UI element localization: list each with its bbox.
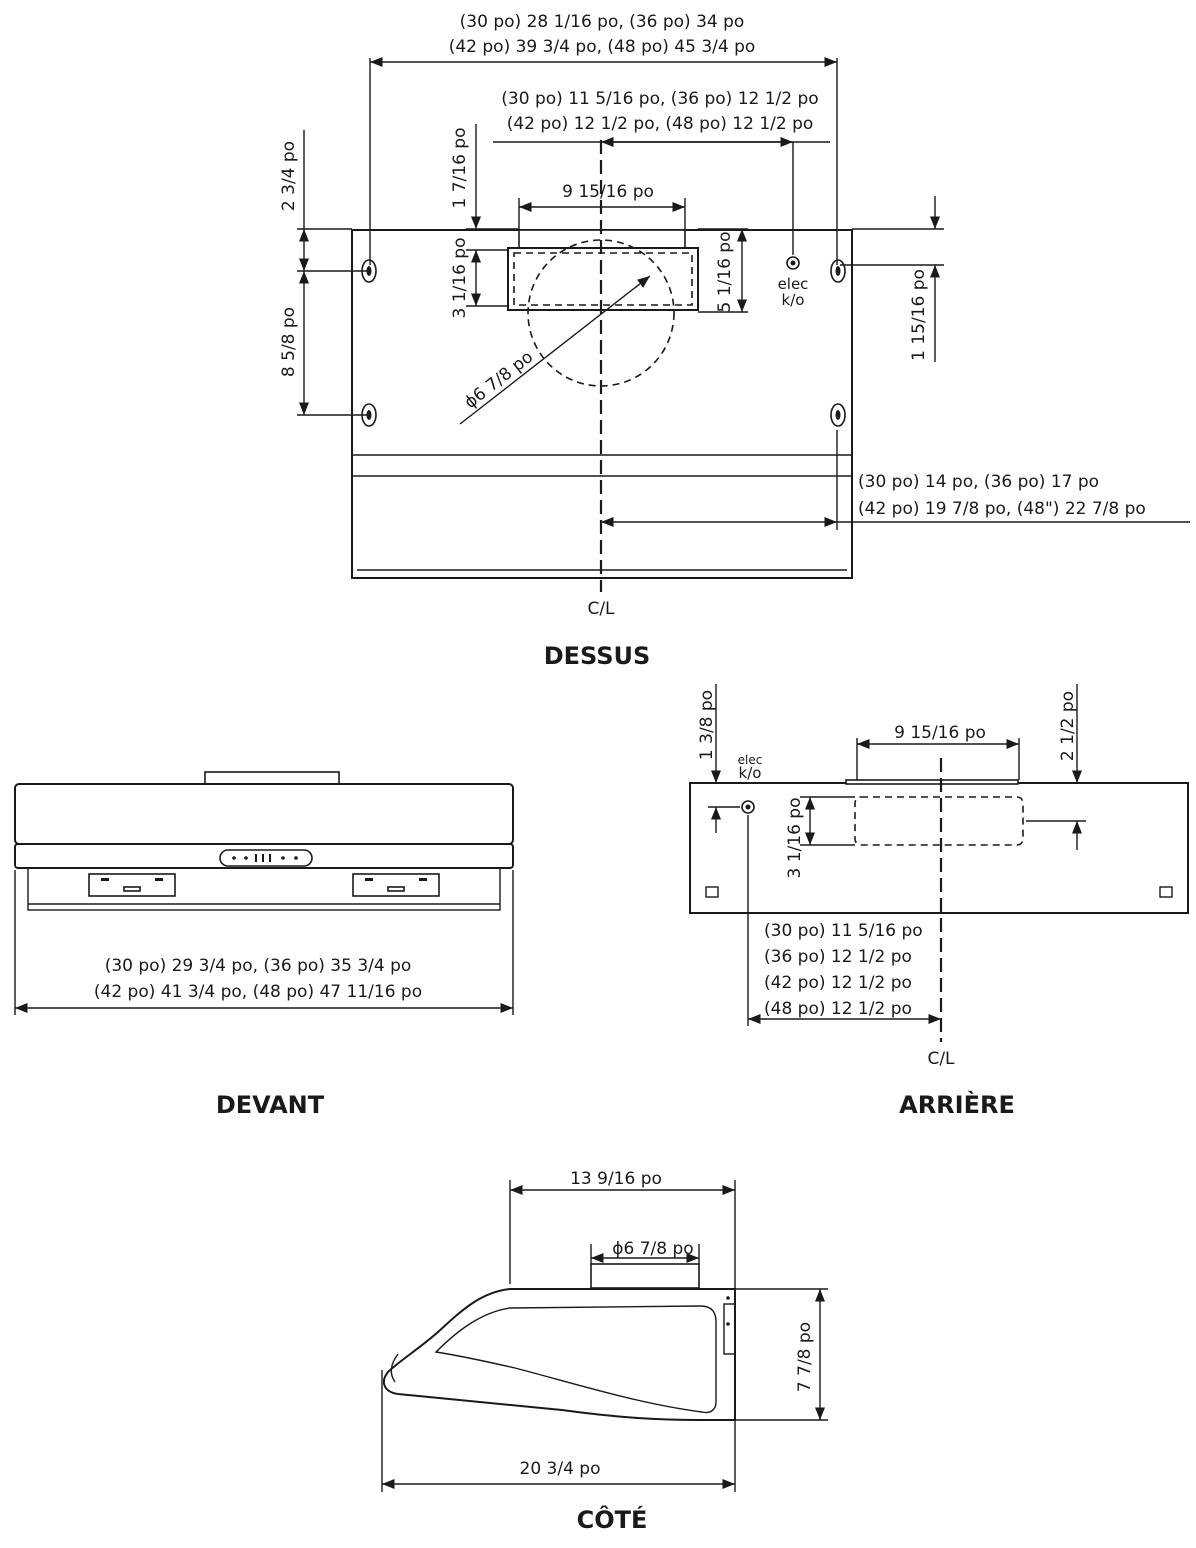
top-mount-spacing: 8 5/8 po	[279, 307, 299, 377]
top-half-width-line2: (42 po) 19 7/8 po, (48") 22 7/8 po	[858, 499, 1146, 519]
side-round-duct: ϕ6 7/8 po	[612, 1239, 693, 1259]
rear-elec-label: elec	[738, 753, 763, 767]
top-left-margin: 2 3/4 po	[279, 141, 299, 211]
rear-ko-label: k/o	[739, 764, 762, 782]
top-overall-width-line1: (30 po) 28 1/16 po, (36 po) 34 po	[460, 12, 745, 32]
mount-keyhole-top-right	[830, 259, 846, 283]
side-height: 7 7/8 po	[795, 1322, 815, 1392]
top-ko-label: k/o	[782, 291, 805, 309]
rear-centerline-label: C/L	[927, 1049, 955, 1069]
top-duct-width: 9 15/16 po	[562, 182, 654, 202]
rear-elec-height: 1 3/8 po	[697, 690, 717, 760]
rear-view-title: ARRIÈRE	[899, 1090, 1015, 1119]
rear-duct-rect-height: 3 1/16 po	[785, 798, 805, 879]
top-centerline-label: C/L	[587, 599, 615, 619]
side-view: 13 9/16 po ϕ6 7/8 po 7 7/8 po 20 3/4 po …	[381, 1169, 828, 1534]
top-elec-offset-line1: (30 po) 11 5/16 po, (36 po) 12 1/2 po	[501, 89, 818, 109]
top-view: (30 po) 28 1/16 po, (36 po) 34 po (42 po…	[279, 12, 1190, 670]
side-view-title: CÔTÉ	[577, 1504, 648, 1534]
top-half-width-line1: (30 po) 14 po, (36 po) 17 po	[858, 472, 1099, 492]
mount-keyhole-bottom-right	[830, 403, 846, 427]
top-duct-top-offset: 1 7/16 po	[450, 128, 470, 209]
top-right-mount-offset: 1 15/16 po	[909, 269, 929, 361]
front-view-title: DEVANT	[216, 1091, 325, 1119]
rear-duct-height: 2 1/2 po	[1058, 691, 1078, 761]
elec-knockout-icon	[786, 256, 800, 270]
top-view-title: DESSUS	[544, 642, 651, 670]
rear-elec-knockout-icon	[741, 800, 755, 814]
rear-offset-42: (42 po) 12 1/2 po	[764, 973, 912, 993]
front-width-line2: (42 po) 41 3/4 po, (48 po) 47 11/16 po	[94, 982, 422, 1002]
front-width-line1: (30 po) 29 3/4 po, (36 po) 35 3/4 po	[105, 956, 412, 976]
rear-offset-30: (30 po) 11 5/16 po	[764, 921, 923, 941]
front-view: (30 po) 29 3/4 po, (36 po) 35 3/4 po (42…	[14, 771, 514, 1119]
rear-view: 1 3/8 po elec k/o 9 15/16 po 3 1/16 po 2…	[689, 684, 1189, 1119]
side-overall-depth: 20 3/4 po	[520, 1459, 601, 1479]
top-overall-width-line2: (42 po) 39 3/4 po, (48 po) 45 3/4 po	[449, 37, 756, 57]
top-round-duct-diameter: ϕ6 7/8 po	[461, 347, 537, 413]
rear-offset-48: (48 po) 12 1/2 po	[764, 999, 912, 1019]
top-duct-rect-depth: 3 1/16 po	[450, 238, 470, 319]
top-duct-rect-offset: 5 1/16 po	[715, 232, 735, 313]
rear-duct-width: 9 15/16 po	[894, 723, 986, 743]
rear-offset-36: (36 po) 12 1/2 po	[764, 947, 912, 967]
top-elec-offset-line2: (42 po) 12 1/2 po, (48 po) 12 1/2 po	[507, 114, 814, 134]
top-elec-label: elec	[778, 275, 809, 293]
side-top-depth: 13 9/16 po	[570, 1169, 662, 1189]
